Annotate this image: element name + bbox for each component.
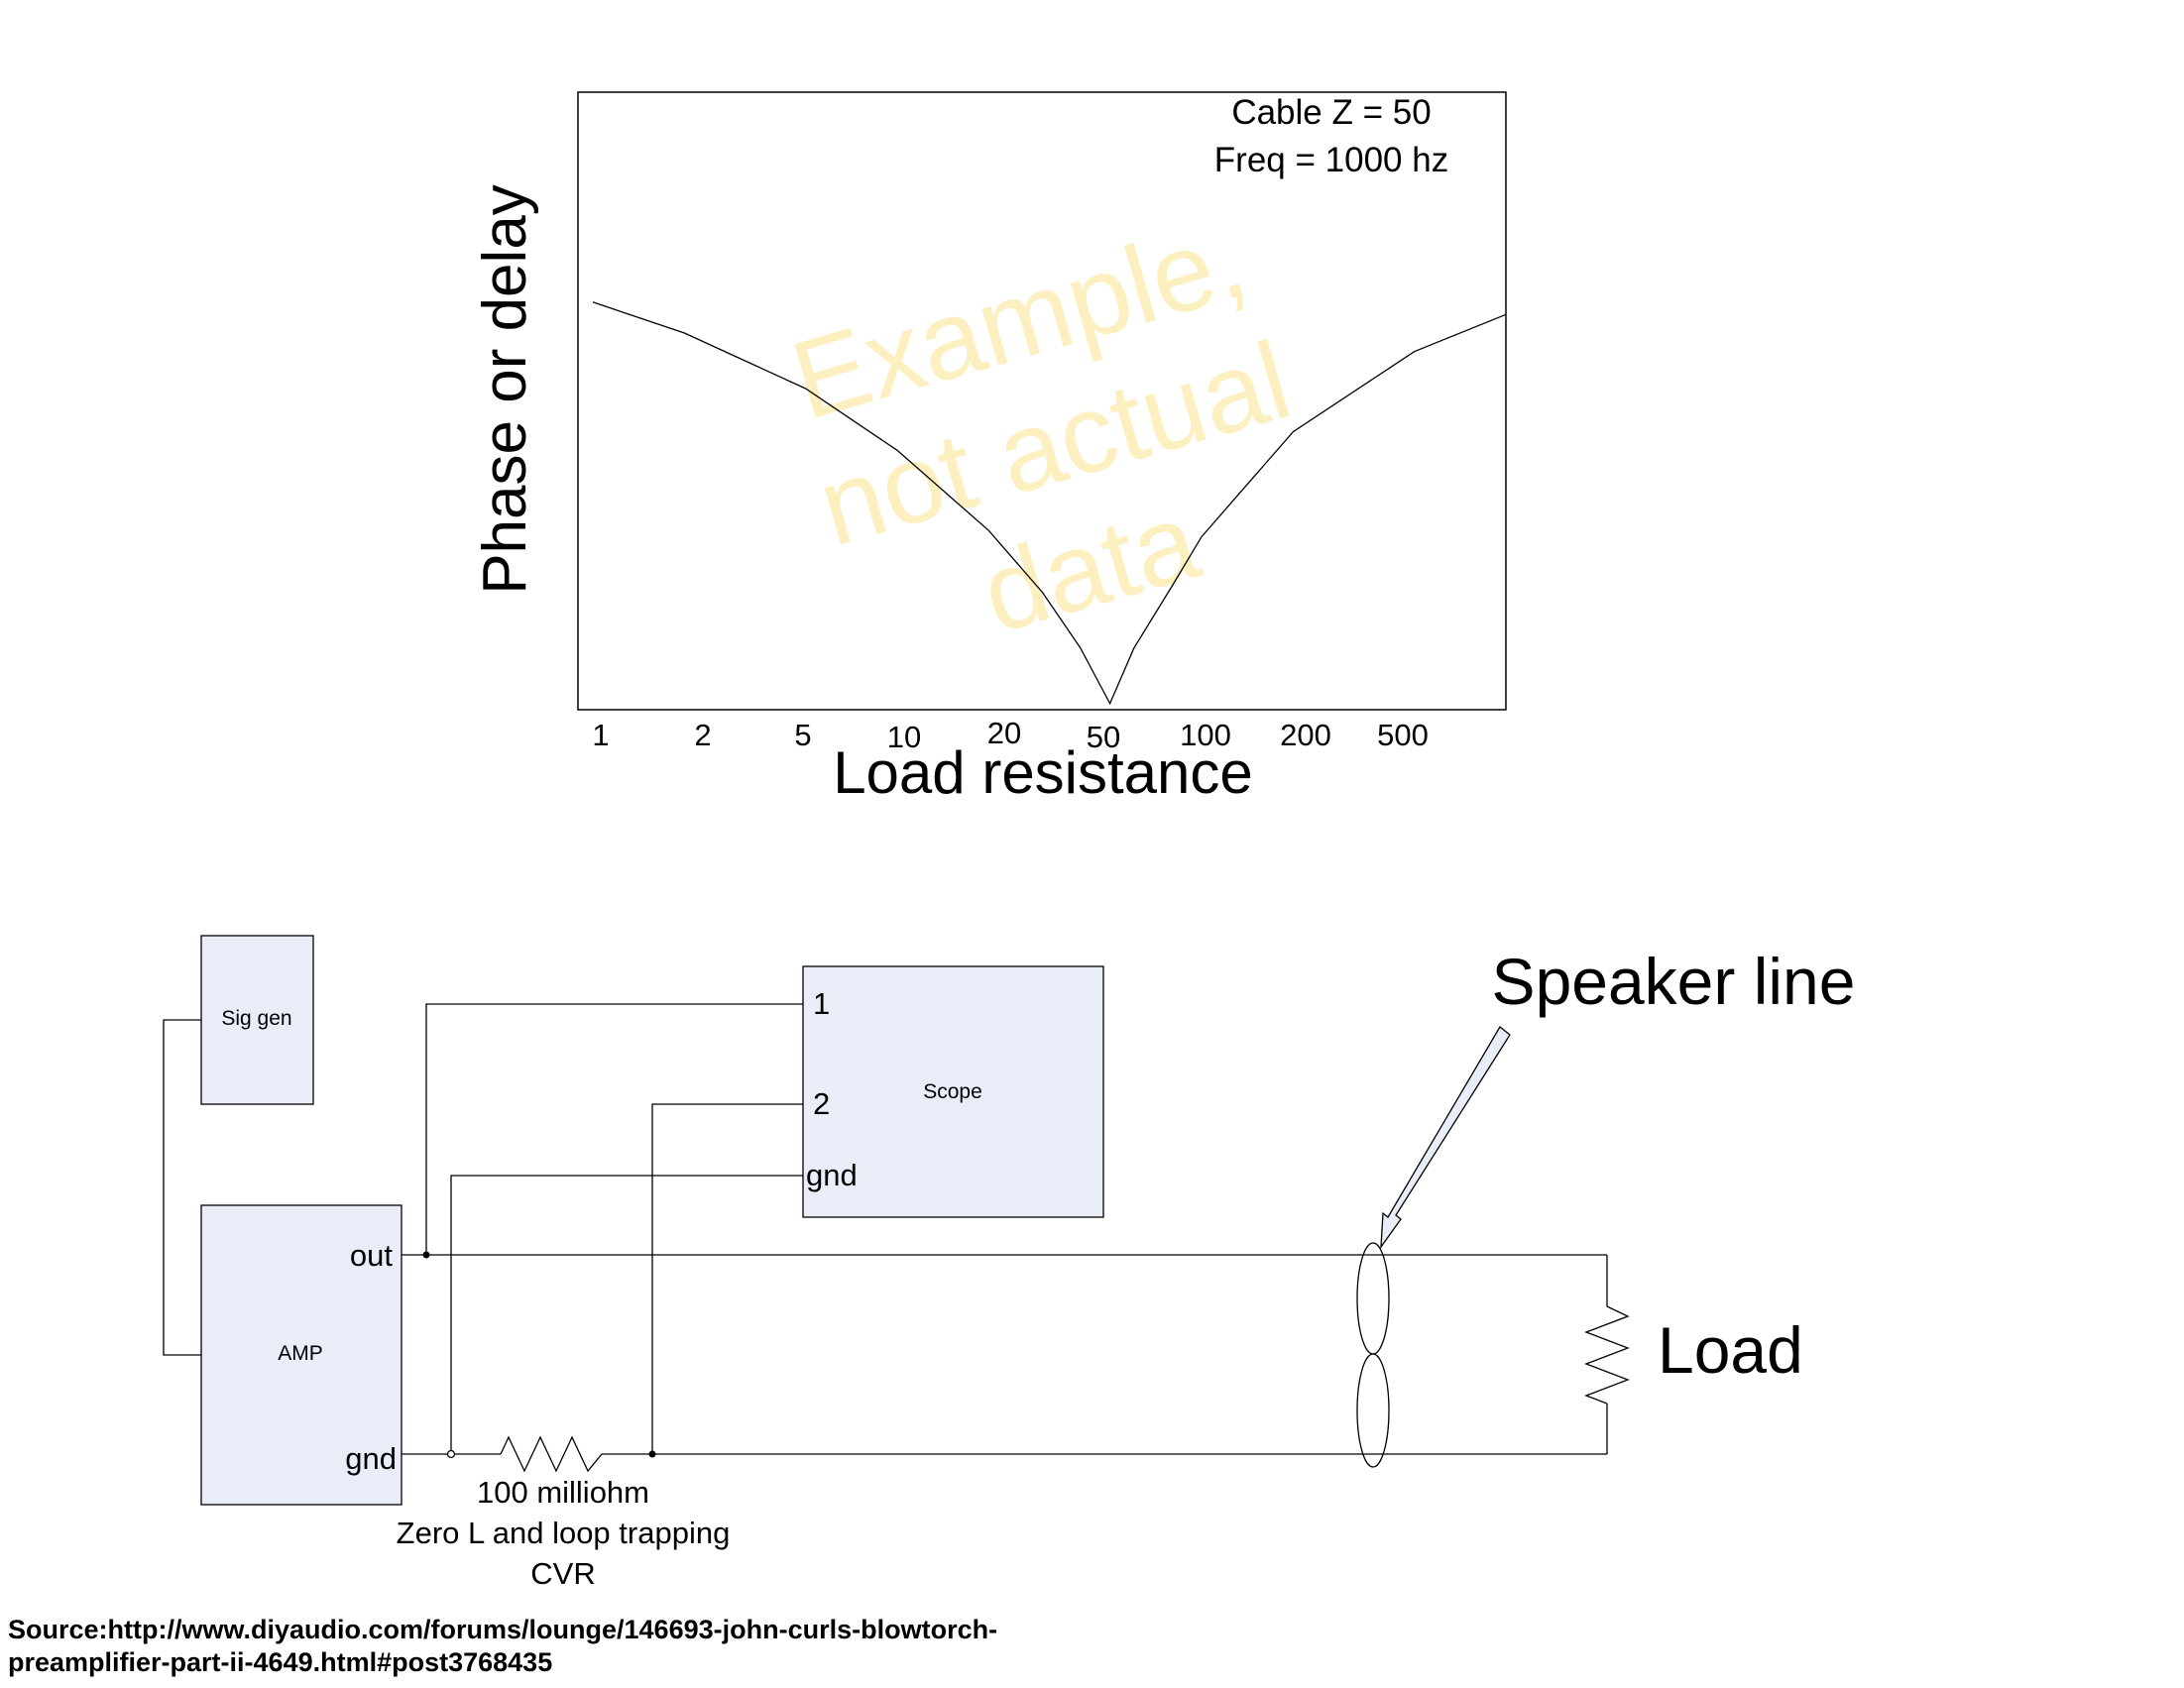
- wires: [163, 1003, 1630, 1473]
- amp-out-label: out: [350, 1238, 393, 1273]
- scope-ch2-label: 2: [813, 1086, 830, 1121]
- junction-cvr: [648, 1450, 656, 1458]
- junction-out: [422, 1251, 430, 1259]
- load-label: Load: [1658, 1313, 1803, 1387]
- x-tick-labels: 1 2 5 10 20 50 100 200 500: [592, 716, 1428, 754]
- y-axis-label: Phase or delay: [471, 184, 539, 595]
- scope-ch1-label: 1: [813, 986, 830, 1021]
- sig-gen-box: [200, 935, 314, 1105]
- x-axis-label: Load resistance: [833, 739, 1253, 806]
- annotation-cable-z: Cable Z = 50: [1231, 93, 1431, 132]
- resistor-value-label: 100 milliohm: [477, 1475, 649, 1510]
- scope-label: Scope: [923, 1080, 982, 1103]
- resistor-type-label: CVR: [530, 1556, 595, 1591]
- x-tick-50: 50: [1087, 720, 1120, 754]
- speaker-line-label: Speaker line: [1492, 945, 1856, 1018]
- annotation-freq: Freq = 1000 hz: [1214, 141, 1448, 179]
- x-tick-10: 10: [887, 720, 921, 754]
- amp-gnd-label: gnd: [345, 1441, 397, 1476]
- source-line-2: preamplifier-part-ii-4649.html#post37684…: [8, 1647, 553, 1677]
- x-tick-1: 1: [592, 718, 609, 752]
- x-tick-200: 200: [1280, 718, 1331, 752]
- x-tick-20: 20: [987, 716, 1021, 750]
- plot-frame: [577, 91, 1507, 711]
- scope-box: [802, 965, 1104, 1218]
- plot: Example, not actual data Cable Z = 50 Fr…: [471, 91, 1507, 806]
- sig-gen-label: Sig gen: [221, 1007, 291, 1030]
- source-line-1: Source:http://www.diyaudio.com/forums/lo…: [8, 1615, 998, 1644]
- scope-gnd-label: gnd: [806, 1158, 858, 1192]
- amp-label: AMP: [278, 1342, 323, 1365]
- speaker-line-arrow: [1380, 1026, 1511, 1250]
- x-tick-500: 500: [1377, 718, 1429, 752]
- data-curve: [592, 301, 1507, 706]
- junction-gnd: [446, 1449, 456, 1459]
- resistor-desc-label: Zero L and loop trapping: [397, 1516, 731, 1550]
- source-citation: Source:http://www.diyaudio.com/forums/lo…: [8, 1614, 1198, 1679]
- x-tick-2: 2: [694, 718, 711, 752]
- x-tick-100: 100: [1180, 718, 1231, 752]
- circuit-diagram: Sig gen AMP out gnd Scope 1 2 gnd: [163, 935, 1856, 1591]
- x-tick-5: 5: [794, 718, 811, 752]
